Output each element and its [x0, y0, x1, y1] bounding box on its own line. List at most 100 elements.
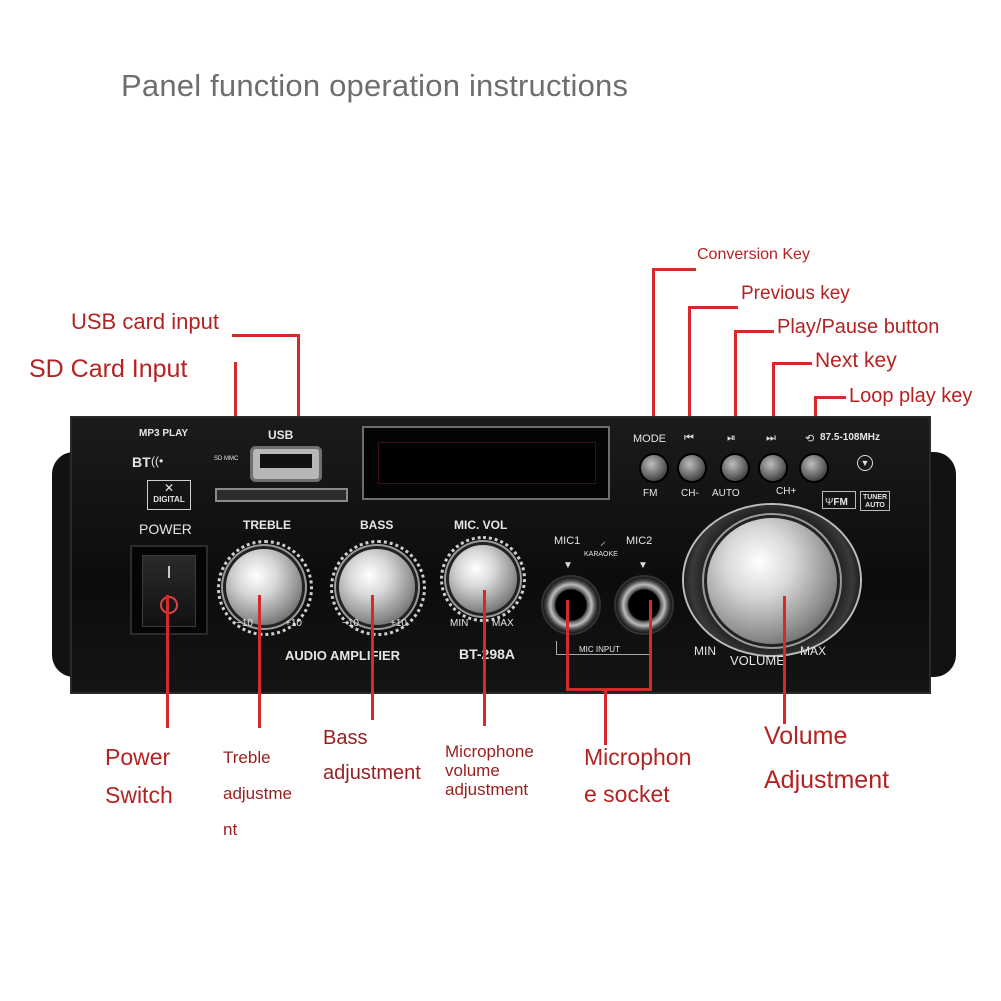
bt-label: BT: [132, 454, 151, 470]
tuner-auto-label: AUTO: [865, 502, 885, 509]
fm-antenna-badge: ΨFM: [822, 491, 856, 509]
tuner-label: TUNER: [862, 494, 888, 501]
volume-min-label: MIN: [694, 644, 716, 658]
callout-sd-card-input: SD Card Input: [29, 355, 188, 383]
callout-power-switch-2: Switch: [105, 782, 173, 808]
fm-badge-label: FM: [833, 497, 848, 508]
next-button[interactable]: [760, 455, 786, 481]
power-switch[interactable]: [142, 555, 196, 627]
treble-knob[interactable]: [226, 549, 302, 625]
mic2-label: MIC2: [626, 535, 653, 547]
karaoke-label: KARAOKE: [584, 551, 618, 558]
frequency-label: 87.5-108MHz: [820, 432, 881, 443]
callout-mic-vol-3: adjustment: [445, 780, 529, 799]
callout-bass-1: Bass: [323, 727, 368, 749]
tuner-auto-badge: TUNER AUTO: [860, 491, 890, 511]
leader-play-v: [734, 330, 737, 462]
led-display: [378, 442, 596, 484]
antenna-icon: Ψ: [825, 497, 834, 508]
leader-mic2: [649, 600, 652, 690]
callout-usb-card-input: USB card input: [71, 309, 219, 334]
leader-play-h: [734, 330, 774, 333]
model-label: BT-298A: [459, 646, 516, 662]
mode-label: MODE: [633, 433, 666, 445]
leader-usb-v: [297, 334, 300, 444]
usb-port[interactable]: [250, 446, 322, 482]
power-label: POWER: [139, 521, 192, 537]
leader-treble: [258, 595, 261, 728]
bass-knob[interactable]: [339, 549, 415, 625]
leader-mode-h: [652, 268, 696, 271]
digital-logo-mark: ✕: [163, 481, 175, 495]
leader-sd: [234, 362, 237, 460]
leader-prev-h: [688, 306, 738, 309]
power-on-mark: [168, 566, 170, 578]
auto-label: AUTO: [712, 488, 740, 499]
next-icon: ⏭: [766, 432, 776, 444]
mic-vol-label: MIC. VOL: [454, 518, 508, 532]
callout-volume-1: Volume: [764, 722, 848, 750]
bass-max-label: +10: [390, 618, 407, 629]
mic-vol-max-label: MAX: [492, 618, 514, 629]
sd-card-slot[interactable]: [215, 488, 348, 502]
leader-mic1: [566, 600, 569, 690]
fm-label: FM: [643, 488, 658, 499]
volume-max-label: MAX: [800, 644, 827, 658]
mic-vol-min-label: MIN: [450, 618, 469, 629]
leader-mic-vol: [483, 590, 486, 726]
page-title: Panel function operation instructions: [121, 68, 629, 103]
ch-minus-label: CH-: [681, 488, 699, 499]
bass-min-label: −10: [342, 618, 359, 629]
callout-treble-2: adjustme: [223, 784, 292, 803]
mic1-arrow-icon: ▼: [563, 560, 573, 571]
leader-mic-socket: [604, 690, 607, 745]
leader-volume: [783, 596, 786, 724]
callout-treble-1: Treble: [223, 748, 271, 767]
volume-knob[interactable]: [707, 518, 837, 644]
callout-conversion-key: Conversion Key: [697, 246, 810, 263]
treble-min-label: −10: [236, 618, 253, 629]
leader-loop-h: [814, 396, 846, 399]
bass-label: BASS: [360, 518, 394, 532]
mic1-label: MIC1: [554, 535, 581, 547]
ch-plus-label: CH+: [776, 486, 797, 497]
loop-icon: ⟲: [805, 433, 815, 445]
play-pause-icon: ⏯: [727, 432, 736, 444]
usb-label: USB: [268, 428, 294, 442]
leader-mic-join: [566, 688, 652, 691]
callout-volume-2: Adjustment: [764, 766, 890, 794]
loop-button[interactable]: [801, 455, 827, 481]
leader-bass: [371, 595, 374, 720]
bluetooth-icon: ((•: [151, 454, 164, 468]
treble-max-label: +10: [285, 618, 302, 629]
digital-label: DIGITAL: [153, 495, 185, 504]
sd-mmc-label: SD MMC: [214, 456, 239, 462]
treble-label: TREBLE: [243, 518, 291, 532]
callout-next-key: Next key: [815, 349, 897, 372]
usb-port-slot: [260, 454, 312, 468]
mic-input-label: MIC INPUT: [577, 645, 622, 654]
mode-button[interactable]: [641, 455, 667, 481]
audio-amplifier-label: AUDIO AMPLIFIER: [285, 648, 401, 663]
previous-icon: ⏮: [684, 432, 694, 444]
leader-prev-v: [688, 306, 691, 461]
callout-treble-3: nt: [223, 820, 238, 839]
mic2-arrow-icon: ▼: [638, 560, 648, 571]
mic1-socket[interactable]: [543, 577, 599, 633]
callout-mic-vol-2: volume: [445, 761, 500, 780]
leader-mode-v: [652, 268, 655, 460]
treble-scale: [217, 540, 313, 636]
digital-logo: ✕ DIGITAL: [147, 480, 191, 510]
callout-mic-socket-1: Microphon: [584, 744, 692, 770]
mic2-socket[interactable]: [616, 577, 672, 633]
display-window: [362, 426, 610, 500]
previous-button[interactable]: [679, 455, 705, 481]
play-pause-button[interactable]: [722, 455, 748, 481]
remote-sensor-icon: ▼: [857, 455, 873, 471]
leader-next-h: [772, 362, 812, 365]
callout-power-switch-1: Power: [105, 744, 171, 770]
leader-next-v: [772, 362, 775, 462]
callout-loop-play-key: Loop play key: [849, 385, 973, 407]
mp3-play-label: MP3 PLAY: [139, 428, 189, 439]
callout-previous-key: Previous key: [741, 283, 850, 304]
